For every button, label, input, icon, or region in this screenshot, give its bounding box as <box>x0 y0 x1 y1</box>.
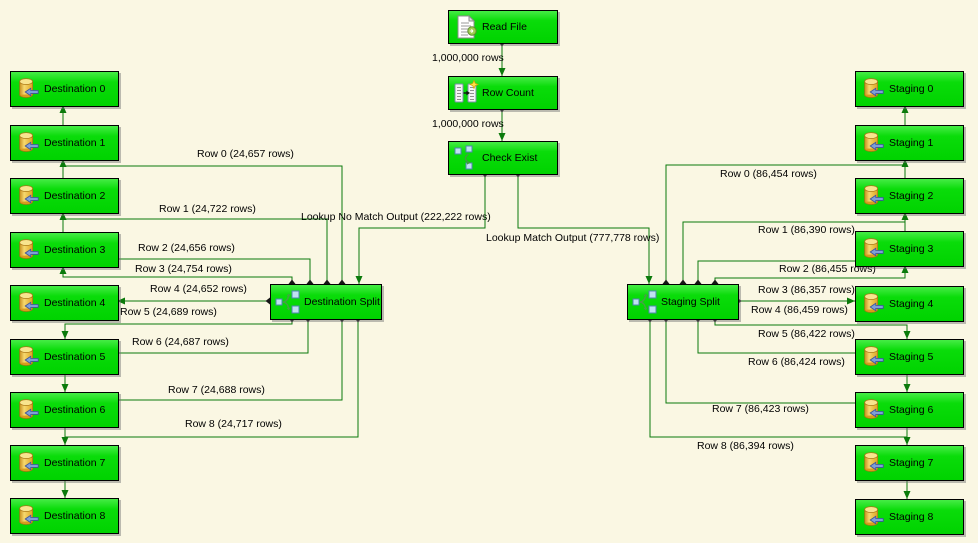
database-icon <box>15 237 41 263</box>
database-icon <box>860 504 886 530</box>
file-source-icon <box>453 14 479 40</box>
node-destination-7[interactable]: Destination 7 <box>10 445 119 481</box>
database-icon <box>15 450 41 476</box>
node-destination-split[interactable]: Destination Split <box>270 284 382 320</box>
database-icon <box>15 397 41 423</box>
row-count-icon <box>453 80 479 106</box>
database-icon <box>15 130 41 156</box>
edge-label-dest-row-3: Row 3 (24,754 rows) <box>135 263 232 275</box>
database-icon <box>860 344 886 370</box>
node-staging-8[interactable]: Staging 8 <box>855 499 964 535</box>
node-label: Staging Split <box>661 296 720 308</box>
database-icon <box>860 183 886 209</box>
edge-label-staging-row-8: Row 8 (86,394 rows) <box>697 440 794 452</box>
database-icon <box>860 76 886 102</box>
edge-label-dest-row-1: Row 1 (24,722 rows) <box>159 203 256 215</box>
node-label: Destination 3 <box>44 244 106 256</box>
node-label: Destination 0 <box>44 83 106 95</box>
node-row-count[interactable]: Row Count <box>448 76 558 110</box>
node-label: Destination 5 <box>44 351 106 363</box>
edge-label-staging-row-3: Row 3 (86,357 rows) <box>758 284 855 296</box>
node-destination-1[interactable]: Destination 1 <box>10 125 119 161</box>
database-icon <box>15 344 41 370</box>
database-icon <box>860 450 886 476</box>
node-label: Destination Split <box>304 296 380 308</box>
node-staging-5[interactable]: Staging 5 <box>855 339 964 375</box>
node-label: Destination 8 <box>44 510 106 522</box>
edge-label-staging-row-0: Row 0 (86,454 rows) <box>720 168 817 180</box>
edge-label-dest-row-6: Row 6 (24,687 rows) <box>132 336 229 348</box>
node-destination-0[interactable]: Destination 0 <box>10 71 119 107</box>
edge-label-staging-row-2: Row 2 (86,455 rows) <box>779 263 876 275</box>
database-icon <box>860 397 886 423</box>
conditional-split-icon <box>275 289 301 315</box>
edge-label-dest-row-5: Row 5 (24,689 rows) <box>120 306 217 318</box>
node-staging-6[interactable]: Staging 6 <box>855 392 964 428</box>
node-label: Staging 1 <box>889 137 934 149</box>
edge-label-dest-row-0: Row 0 (24,657 rows) <box>197 148 294 160</box>
node-label: Staging 3 <box>889 243 934 255</box>
edge-label-staging-row-1: Row 1 (86,390 rows) <box>758 224 855 236</box>
node-label: Destination 4 <box>44 297 106 309</box>
node-destination-5[interactable]: Destination 5 <box>10 339 119 375</box>
database-icon <box>15 183 41 209</box>
node-label: Staging 5 <box>889 351 934 363</box>
arrowheads <box>59 68 911 499</box>
node-destination-6[interactable]: Destination 6 <box>10 392 119 428</box>
node-label: Staging 8 <box>889 511 934 523</box>
database-icon <box>15 503 41 529</box>
node-label: Destination 6 <box>44 404 106 416</box>
node-staging-1[interactable]: Staging 1 <box>855 125 964 161</box>
edge-label-checkexist-input: 1,000,000 rows <box>432 118 504 130</box>
node-staging-3[interactable]: Staging 3 <box>855 231 964 267</box>
edge-label-dest-row-7: Row 7 (24,688 rows) <box>168 384 265 396</box>
database-icon <box>860 130 886 156</box>
edge-label-staging-row-5: Row 5 (86,422 rows) <box>758 328 855 340</box>
edge-label-dest-row-2: Row 2 (24,656 rows) <box>138 242 235 254</box>
node-label: Destination 7 <box>44 457 106 469</box>
node-label: Check Exist <box>482 152 538 164</box>
node-destination-4[interactable]: Destination 4 <box>10 285 119 321</box>
node-destination-2[interactable]: Destination 2 <box>10 178 119 214</box>
edge-label-staging-row-6: Row 6 (86,424 rows) <box>748 356 845 368</box>
database-icon <box>860 291 886 317</box>
node-staging-2[interactable]: Staging 2 <box>855 178 964 214</box>
node-label: Staging 4 <box>889 298 934 310</box>
database-icon <box>15 76 41 102</box>
node-destination-3[interactable]: Destination 3 <box>10 232 119 268</box>
node-label: Destination 1 <box>44 137 106 149</box>
database-icon <box>15 290 41 316</box>
node-label: Read File <box>482 21 527 33</box>
node-label: Destination 2 <box>44 190 106 202</box>
edge-label-dest-row-4: Row 4 (24,652 rows) <box>150 283 247 295</box>
edge-label-staging-row-4: Row 4 (86,459 rows) <box>751 304 848 316</box>
edge-label-rowcount-input: 1,000,000 rows <box>432 52 504 64</box>
node-read-file[interactable]: Read File <box>448 10 558 44</box>
node-staging-7[interactable]: Staging 7 <box>855 445 964 481</box>
node-label: Staging 0 <box>889 83 934 95</box>
node-label: Staging 6 <box>889 404 934 416</box>
edge-label-no-match: Lookup No Match Output (222,222 rows) <box>301 211 491 223</box>
node-staging-split[interactable]: Staging Split <box>627 284 739 320</box>
node-label: Row Count <box>482 87 534 99</box>
node-label: Staging 7 <box>889 457 934 469</box>
edge-label-match: Lookup Match Output (777,778 rows) <box>486 232 660 244</box>
node-staging-0[interactable]: Staging 0 <box>855 71 964 107</box>
node-staging-4[interactable]: Staging 4 <box>855 286 964 322</box>
database-icon <box>860 236 886 262</box>
edge-label-dest-row-8: Row 8 (24,717 rows) <box>185 418 282 430</box>
node-label: Staging 2 <box>889 190 934 202</box>
conditional-split-icon <box>632 289 658 315</box>
lookup-icon <box>453 145 479 171</box>
node-destination-8[interactable]: Destination 8 <box>10 498 119 534</box>
node-check-exist[interactable]: Check Exist <box>448 141 558 175</box>
edge-label-staging-row-7: Row 7 (86,423 rows) <box>712 403 809 415</box>
